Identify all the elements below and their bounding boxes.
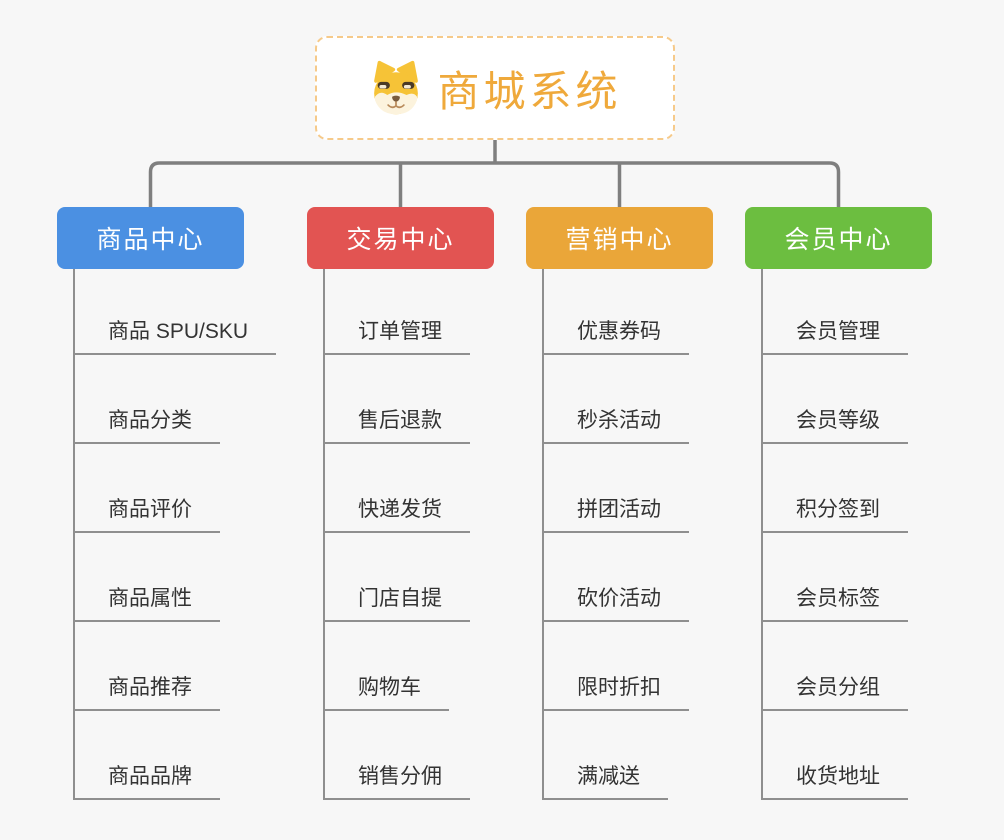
- branch-product-center: 商品中心 商品 SPU/SKU 商品分类 商品评价 商品属性 商品推荐 商品品牌: [57, 207, 277, 800]
- leaf-node[interactable]: 积分签到: [763, 493, 908, 533]
- leaf-node[interactable]: 商品评价: [75, 493, 220, 533]
- leaf-row: 会员管理: [763, 269, 908, 355]
- leaf-node[interactable]: 订单管理: [325, 315, 470, 355]
- branch-children-product-center: 商品 SPU/SKU 商品分类 商品评价 商品属性 商品推荐 商品品牌: [73, 269, 277, 800]
- leaf-row: 会员标签: [763, 533, 908, 622]
- leaf-row: 商品属性: [75, 533, 276, 622]
- leaf-node[interactable]: 商品属性: [75, 582, 220, 622]
- leaf-row: 收货地址: [763, 711, 908, 800]
- leaf-row: 商品评价: [75, 444, 276, 533]
- leaf-row: 门店自提: [325, 533, 470, 622]
- root-node-title: 商城系统: [437, 67, 622, 115]
- leaf-node[interactable]: 商品品牌: [75, 760, 220, 800]
- leaf-row: 商品分类: [75, 355, 276, 444]
- branch-children-marketing-center: 优惠券码 秒杀活动 拼团活动 砍价活动 限时折扣 满减送: [542, 269, 689, 800]
- leaf-row: 满减送: [544, 711, 689, 800]
- branch-node-product-center[interactable]: 商品中心: [57, 207, 244, 269]
- leaf-row: 订单管理: [325, 269, 470, 355]
- leaf-node[interactable]: 限时折扣: [544, 671, 689, 711]
- branch-node-member-center[interactable]: 会员中心: [745, 207, 932, 269]
- leaf-row: 商品推荐: [75, 622, 276, 711]
- leaf-node[interactable]: 快递发货: [325, 493, 470, 533]
- leaf-node[interactable]: 会员等级: [763, 404, 908, 444]
- root-node[interactable]: 商城系统: [315, 36, 675, 140]
- leaf-row: 砍价活动: [544, 533, 689, 622]
- leaf-row: 积分签到: [763, 444, 908, 533]
- leaf-row: 商品 SPU/SKU: [75, 269, 277, 355]
- leaf-node[interactable]: 会员分组: [763, 671, 908, 711]
- leaf-row: 限时折扣: [544, 622, 689, 711]
- leaf-node[interactable]: 售后退款: [325, 404, 470, 444]
- leaf-node[interactable]: 购物车: [325, 671, 449, 711]
- leaf-node[interactable]: 满减送: [544, 760, 668, 800]
- leaf-node[interactable]: 销售分佣: [325, 760, 470, 800]
- branch-node-trade-center[interactable]: 交易中心: [307, 207, 494, 269]
- leaf-row: 购物车: [325, 622, 470, 711]
- leaf-node[interactable]: 优惠券码: [544, 315, 689, 355]
- leaf-node[interactable]: 砍价活动: [544, 582, 689, 622]
- leaf-row: 秒杀活动: [544, 355, 689, 444]
- leaf-node[interactable]: 商品分类: [75, 404, 220, 444]
- connector-horizontal-rail: [148, 161, 841, 209]
- leaf-row: 销售分佣: [325, 711, 470, 800]
- leaf-node[interactable]: 拼团活动: [544, 493, 689, 533]
- branch-trade-center: 交易中心 订单管理 售后退款 快递发货 门店自提 购物车 销售分佣: [307, 207, 494, 800]
- leaf-node[interactable]: 秒杀活动: [544, 404, 689, 444]
- leaf-row: 售后退款: [325, 355, 470, 444]
- branch-children-member-center: 会员管理 会员等级 积分签到 会员标签 会员分组 收货地址: [761, 269, 908, 800]
- branch-marketing-center: 营销中心 优惠券码 秒杀活动 拼团活动 砍价活动 限时折扣 满减送: [526, 207, 713, 800]
- branch-children-trade-center: 订单管理 售后退款 快递发货 门店自提 购物车 销售分佣: [323, 269, 470, 800]
- leaf-node[interactable]: 收货地址: [763, 760, 908, 800]
- branch-node-marketing-center[interactable]: 营销中心: [526, 207, 713, 269]
- branch-member-center: 会员中心 会员管理 会员等级 积分签到 会员标签 会员分组 收货地址: [745, 207, 932, 800]
- leaf-row: 优惠券码: [544, 269, 689, 355]
- dog-face-icon: [374, 60, 419, 115]
- leaf-row: 快递发货: [325, 444, 470, 533]
- leaf-row: 拼团活动: [544, 444, 689, 533]
- leaf-node[interactable]: 会员管理: [763, 315, 908, 355]
- leaf-node[interactable]: 商品 SPU/SKU: [75, 315, 277, 355]
- leaf-node[interactable]: 商品推荐: [75, 671, 220, 711]
- leaf-node[interactable]: 会员标签: [763, 582, 908, 622]
- leaf-row: 会员等级: [763, 355, 908, 444]
- leaf-node[interactable]: 门店自提: [325, 582, 470, 622]
- leaf-row: 会员分组: [763, 622, 908, 711]
- tree-connector-lines: [148, 138, 841, 209]
- leaf-row: 商品品牌: [75, 711, 276, 800]
